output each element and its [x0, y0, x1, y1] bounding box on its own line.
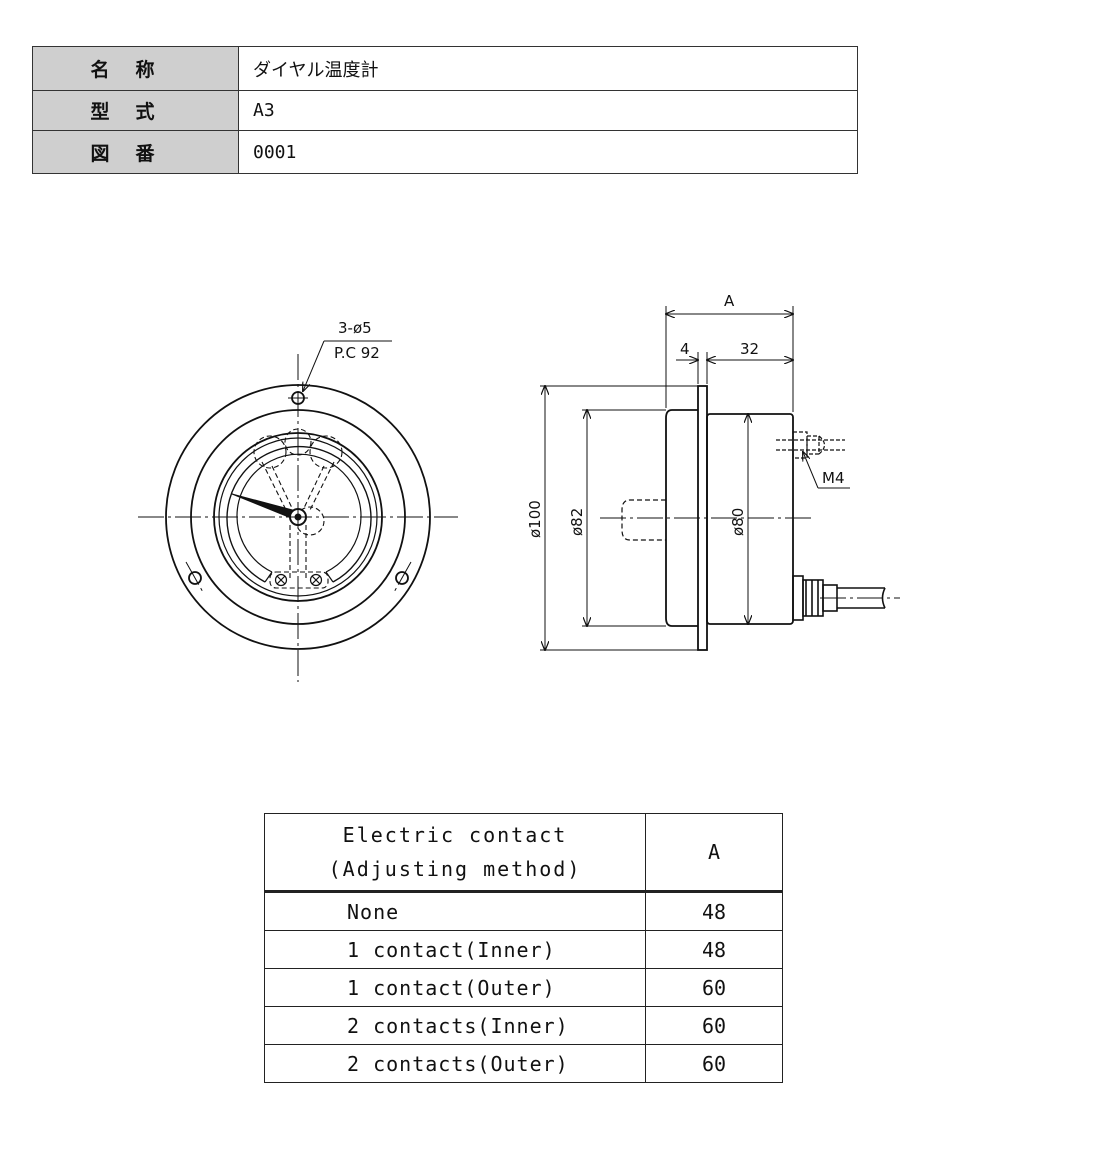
spec-cell-a: 60 [645, 968, 783, 1007]
info-label-model: 型式 [32, 90, 239, 131]
spec-row: 1 contact(Inner) 48 [264, 930, 783, 969]
info-row-name: 名称 ダイヤル温度計 [32, 46, 858, 91]
thread-label: M4 [822, 469, 845, 487]
spec-header-contact: Electric contact (Adjusting method) [264, 813, 646, 893]
terminal-screw [776, 431, 845, 459]
spec-cell-a: 60 [645, 1044, 783, 1083]
dim-flange-label: 4 [680, 340, 690, 358]
spec-cell-a: 60 [645, 1006, 783, 1045]
spec-row: 2 contacts(Outer) 60 [264, 1044, 783, 1083]
rear-stem-dashed [621, 499, 666, 541]
front-centerlines [138, 354, 458, 682]
dia-outer-label: ø100 [526, 500, 544, 538]
spec-row: None 48 [264, 891, 783, 931]
info-row-drawing-no: 図番 0001 [32, 130, 858, 174]
extension-lines [540, 306, 794, 651]
contact-screws [274, 573, 323, 587]
hole-spec-label: 3-ø5 [338, 319, 372, 337]
dim-a-label: A [724, 292, 735, 310]
info-value-drawing-no: 0001 [238, 130, 858, 174]
spec-row: 2 contacts(Inner) 60 [264, 1006, 783, 1045]
info-label-drawing-no: 図番 [32, 130, 239, 174]
contact-mechanism-dashed [253, 428, 343, 589]
pitch-circle-label: P.C 92 [334, 344, 380, 362]
hole-leader [303, 340, 325, 391]
info-label-name: 名称 [32, 46, 239, 91]
m4-leader [803, 452, 819, 489]
dial-scale-arc-inner [236, 453, 362, 573]
dim-body-label: 32 [740, 340, 759, 358]
dia-case-label: ø80 [729, 508, 747, 536]
dia-flange-label: ø82 [568, 508, 586, 536]
mount-hole-left [188, 571, 202, 585]
info-table: 名称 ダイヤル温度計 型式 A3 図番 0001 [32, 46, 858, 174]
mount-hole-right [395, 571, 409, 585]
spec-cell-a: 48 [645, 930, 783, 969]
spec-row: 1 contact(Outer) 60 [264, 968, 783, 1007]
spec-cell-contact: 2 contacts(Inner) [264, 1006, 646, 1045]
spec-header-contact-line1: Electric contact [342, 823, 568, 847]
side-view [540, 306, 900, 650]
side-centerlines [600, 517, 900, 599]
info-value-name: ダイヤル温度計 [238, 46, 858, 91]
spec-cell-contact: 1 contact(Outer) [264, 968, 646, 1007]
side-case [706, 413, 794, 625]
spec-header-contact-line2: (Adjusting method) [328, 857, 582, 881]
side-bezel-front [665, 409, 698, 627]
info-row-model: 型式 A3 [32, 90, 858, 131]
spec-cell-contact: 2 contacts(Outer) [264, 1044, 646, 1083]
spec-header-a: A [645, 813, 783, 893]
spec-cell-a: 48 [645, 891, 783, 931]
front-view [138, 340, 458, 682]
spec-table: Electric contact (Adjusting method) A No… [264, 813, 783, 1083]
spec-header-row: Electric contact (Adjusting method) A [264, 813, 783, 893]
spec-cell-contact: 1 contact(Inner) [264, 930, 646, 969]
spec-cell-contact: None [264, 891, 646, 931]
dial-scale-arc [226, 445, 372, 583]
